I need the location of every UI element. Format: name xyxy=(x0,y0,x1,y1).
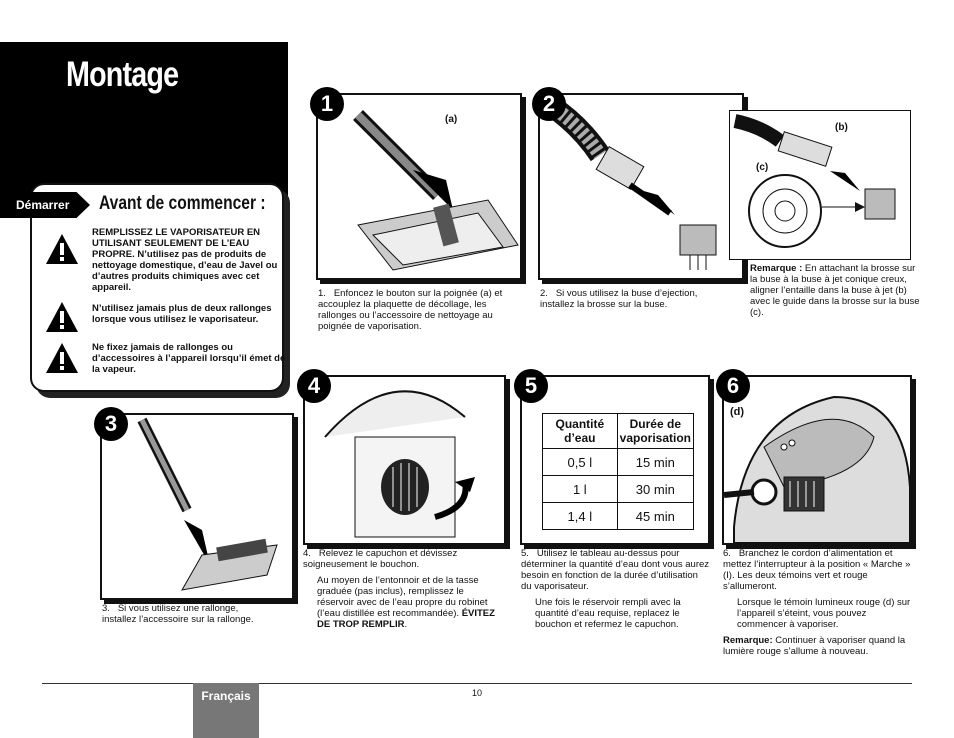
table-header: Durée de vaporisation xyxy=(616,413,695,449)
card-heading: Avant de commencer : xyxy=(99,193,266,214)
step4-caption: 4. Relevez le capuchon et dévissez soign… xyxy=(303,548,503,630)
step4-number: 4 xyxy=(297,369,331,403)
step6-note: Remarque: Continuer à vaporiser quand la… xyxy=(723,635,906,657)
step2-number: 2 xyxy=(532,87,566,121)
step5-caption: 5. Utilisez le tableau au-dessus pour dé… xyxy=(521,548,711,635)
step5-number: 5 xyxy=(514,369,548,403)
warning-text-2: N’utilisez jamais plus de deux rallonges… xyxy=(92,303,272,325)
step4-caption-1: 4. Relevez le capuchon et dévissez soign… xyxy=(303,548,458,570)
step4-caption-2: Au moyen de l’entonnoir et de la tasse g… xyxy=(317,575,495,630)
table-cell: 30 min xyxy=(616,475,695,503)
step6-caption-2: Lorsque le témoin lumineux rouge (d) sur… xyxy=(737,597,911,630)
step6-caption-1: 6. Branchez le cordon d’alimentation et … xyxy=(723,548,911,592)
language-tab: Français xyxy=(193,683,259,738)
footer-divider xyxy=(42,683,912,684)
warning-text-1: REMPLISSEZ LE VAPORISATEUR EN UTILISANT … xyxy=(92,227,278,293)
table-row: 0,5 l 15 min xyxy=(542,448,695,476)
step6-number: 6 xyxy=(716,369,750,403)
step3-caption: 3. Si vous utilisez une rallonge, instal… xyxy=(102,603,254,625)
nozzle-note-bold: Remarque : xyxy=(750,263,803,274)
label-b: (b) xyxy=(835,122,848,133)
warning-icon xyxy=(46,302,78,332)
table-cell: 0,5 l xyxy=(542,448,618,476)
nozzle-note: Remarque : En attachant la brosse sur la… xyxy=(750,263,920,318)
step4-illustration xyxy=(303,375,506,545)
step5-panel: Quantité d’eau Durée de vaporisation 0,5… xyxy=(520,375,710,545)
step3-illustration xyxy=(100,413,294,600)
step3-number: 3 xyxy=(94,407,128,441)
step2-caption: 2. Si vous utilisez la buse d’ejection, … xyxy=(540,288,698,310)
warning-icon xyxy=(46,234,78,264)
table-cell: 1 l xyxy=(542,475,618,503)
table-cell: 15 min xyxy=(616,448,695,476)
step1-illustration xyxy=(316,93,522,280)
table-row: 1,4 l 45 min xyxy=(542,502,695,530)
step6-label-d: (d) xyxy=(730,406,745,418)
nozzle-detail-illustration xyxy=(729,110,911,260)
header-block xyxy=(0,42,288,197)
step2-illustration xyxy=(538,93,744,280)
table-cell: 1,4 l xyxy=(542,502,618,530)
label-c: (c) xyxy=(756,162,769,173)
table-header: Quantité d’eau xyxy=(542,413,618,449)
step5-caption-1: 5. Utilisez le tableau au-dessus pour dé… xyxy=(521,548,710,592)
page-title: Montage xyxy=(66,55,179,94)
table-row: 1 l 30 min xyxy=(542,475,695,503)
page-number: 10 xyxy=(472,688,483,698)
table-header-row: Quantité d’eau Durée de vaporisation xyxy=(542,413,695,449)
warning-text-3: Ne fixez jamais de rallonges ou d’access… xyxy=(92,342,286,375)
step1-caption: 1. Enfoncez le bouton sur la poignée (a)… xyxy=(318,288,503,332)
step6-illustration xyxy=(722,375,912,545)
table-cell: 45 min xyxy=(616,502,695,530)
step1-label-a: (a) xyxy=(445,114,458,125)
step6-caption: 6. Branchez le cordon d’alimentation et … xyxy=(723,548,913,662)
warning-icon xyxy=(46,343,78,373)
step5-caption-2: Une fois le réservoir rempli avec la qua… xyxy=(535,597,681,630)
water-table: Quantité d’eau Durée de vaporisation 0,5… xyxy=(542,413,695,530)
step1-number: 1 xyxy=(310,87,344,121)
start-tag: Démarrer xyxy=(0,192,90,218)
nozzle-note-text: En attachant la brosse sur la buse à la … xyxy=(750,263,920,318)
